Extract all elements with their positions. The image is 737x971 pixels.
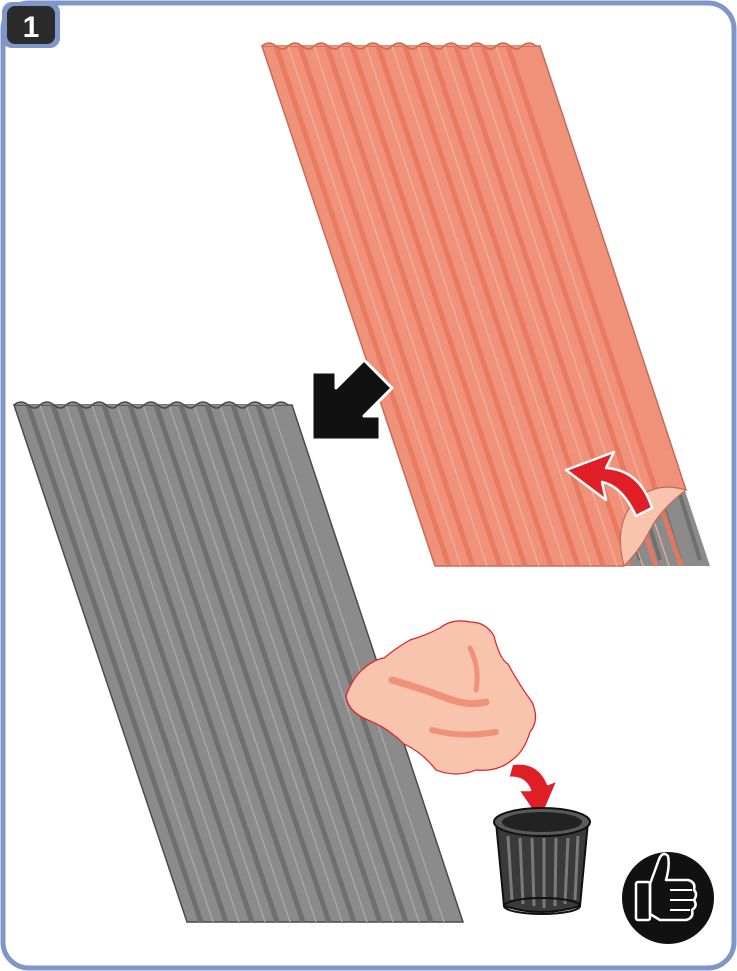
step-number: 1 [23, 11, 40, 44]
step-badge: 1 [2, 2, 60, 48]
trash-can-icon [494, 808, 590, 914]
thumbs-up-icon [622, 852, 714, 944]
